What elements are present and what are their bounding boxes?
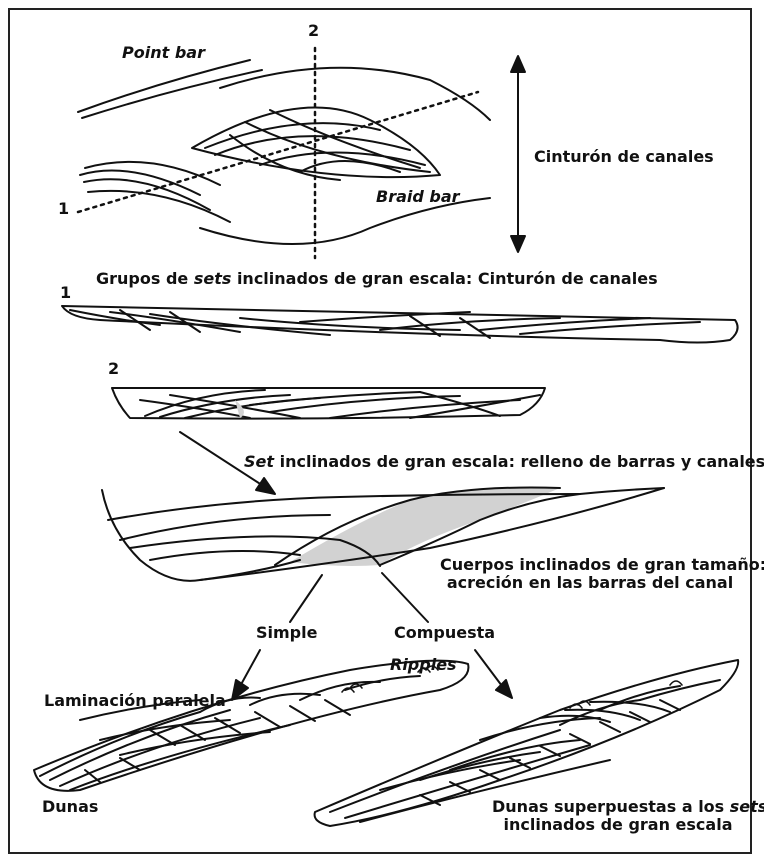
large-bodies-caption: Cuerpos inclinados de gran tamaño: acrec… xyxy=(440,556,740,593)
axis-1-label: 1 xyxy=(58,200,69,218)
channel-left-lines xyxy=(80,162,230,222)
compound-label: Compuesta xyxy=(394,624,495,642)
braid-bar-label: Braid bar xyxy=(376,188,460,206)
dunes-over-line2: inclinados de gran escala xyxy=(492,816,744,834)
channel-belt-arrow xyxy=(511,56,525,252)
groups-title-a: Grupos de xyxy=(96,269,194,288)
groups-title: Grupos de sets inclinados de gran escala… xyxy=(96,270,658,288)
branch-lines xyxy=(290,573,428,622)
dunes-over-line1-a: Dunas superpuestas a los xyxy=(492,797,730,816)
cross-section-2 xyxy=(112,388,545,419)
set-title: Set inclinados de gran escala: relleno d… xyxy=(244,453,764,471)
section-1-number: 1 xyxy=(60,284,71,302)
ripples-label: Ripples xyxy=(390,656,457,674)
dunes-over-line1: Dunas superpuestas a los sets xyxy=(492,798,744,816)
large-bodies-line1: Cuerpos inclinados de gran tamaño: xyxy=(440,556,740,574)
set-title-set: Set xyxy=(244,452,274,471)
parallel-lamination-label: Laminación paralela xyxy=(44,692,226,710)
large-bodies-line2: acreción en las barras del canal xyxy=(440,574,740,592)
groups-title-b: inclinados de gran escala: Cinturón de c… xyxy=(231,269,657,288)
dunes-over-line1-sets: sets xyxy=(730,797,764,816)
dunes-label: Dunas xyxy=(42,798,98,816)
axis-2-label: 2 xyxy=(308,22,319,40)
plan-view xyxy=(78,48,525,258)
dunes-over-sets-caption: Dunas superpuestas a los sets inclinados… xyxy=(492,798,744,835)
point-bar-label: Point bar xyxy=(122,44,205,62)
simple-label: Simple xyxy=(256,624,317,642)
section-2-number: 2 xyxy=(108,360,119,378)
channel-belt-label: Cinturón de canales xyxy=(534,148,714,166)
cross-section-1 xyxy=(62,306,738,343)
set-title-b: inclinados de gran escala: relleno de ba… xyxy=(274,452,764,471)
groups-title-sets: sets xyxy=(194,269,232,288)
